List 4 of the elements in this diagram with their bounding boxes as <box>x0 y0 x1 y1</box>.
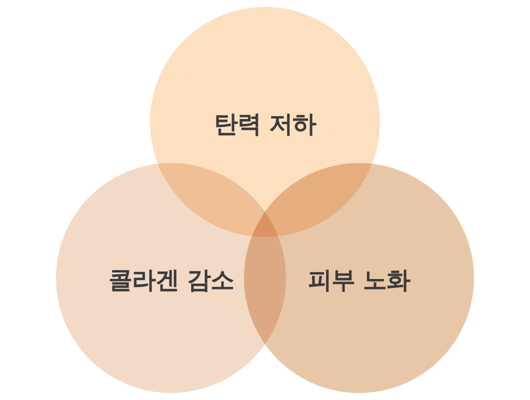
venn-circle <box>244 163 474 393</box>
circle-label: 탄력 저하 <box>214 111 316 138</box>
circle-label: 피부 노화 <box>308 267 410 294</box>
circle-label: 콜라겐 감소 <box>108 267 234 294</box>
